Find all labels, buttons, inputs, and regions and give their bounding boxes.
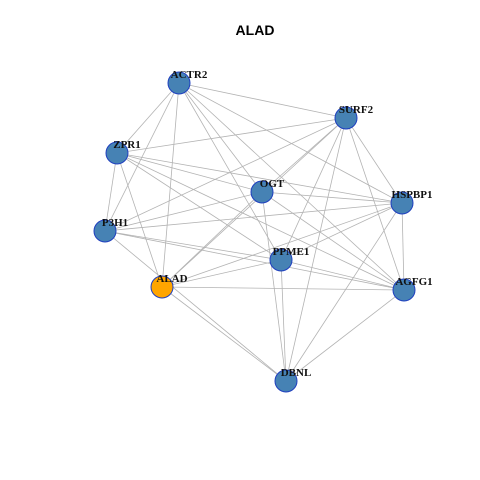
edge-surf2-zpr1 (116, 117, 347, 154)
node-label-agfg1: AGFG1 (395, 276, 432, 288)
edge-ogt-agfg1 (261, 191, 405, 291)
edge-p3h1-agfg1 (104, 230, 405, 291)
edge-hspbp1-alad (161, 202, 403, 288)
edge-layer (104, 82, 405, 382)
edge-zpr1-hspbp1 (116, 152, 403, 204)
edge-hspbp1-ppme1 (280, 202, 403, 261)
edge-surf2-agfg1 (345, 117, 405, 291)
edge-agfg1-dbnl (285, 289, 405, 382)
node-label-zpr1: ZPR1 (113, 139, 141, 151)
edge-ppme1-agfg1 (280, 259, 405, 291)
edge-zpr1-agfg1 (116, 152, 405, 291)
node-actr2 (167, 71, 191, 95)
edge-zpr1-p3h1 (104, 152, 118, 232)
edge-hspbp1-agfg1 (401, 202, 405, 291)
node-surf2 (334, 106, 358, 130)
edge-actr2-alad (161, 82, 180, 288)
edge-ppme1-alad (161, 259, 282, 288)
node-agfg1 (392, 278, 416, 302)
edge-ppme1-dbnl (280, 259, 287, 382)
node-ppme1 (269, 248, 293, 272)
node-alad (150, 275, 174, 299)
node-label-p3h1: P3H1 (102, 217, 128, 229)
edge-zpr1-ppme1 (116, 152, 282, 261)
edge-actr2-hspbp1 (178, 82, 403, 204)
edge-ogt-alad (161, 191, 263, 288)
edge-p3h1-ppme1 (104, 230, 282, 261)
edge-ogt-dbnl (261, 191, 287, 382)
node-layer (93, 71, 416, 393)
node-label-alad: ALAD (156, 273, 187, 285)
node-hspbp1 (390, 191, 414, 215)
edge-actr2-surf2 (178, 82, 347, 119)
node-label-dbnl: DBNL (281, 367, 312, 379)
edge-surf2-ppme1 (280, 117, 347, 261)
edge-alad-agfg1 (161, 286, 405, 291)
edge-surf2-hspbp1 (345, 117, 403, 204)
node-label-ppme1: PPME1 (273, 246, 310, 258)
node-zpr1 (105, 141, 129, 165)
node-ogt (250, 180, 274, 204)
edge-zpr1-alad (116, 152, 163, 288)
edge-actr2-zpr1 (116, 82, 180, 154)
node-p3h1 (93, 219, 117, 243)
edge-hspbp1-dbnl (285, 202, 403, 382)
edge-actr2-agfg1 (178, 82, 405, 291)
edge-p3h1-dbnl (104, 230, 287, 382)
edge-surf2-alad (161, 117, 347, 288)
graph-title: ALAD (236, 22, 275, 38)
edge-ogt-p3h1 (104, 191, 263, 232)
edge-hspbp1-p3h1 (104, 202, 403, 232)
node-label-hspbp1: HSPBP1 (392, 189, 433, 201)
edge-surf2-p3h1 (104, 117, 347, 232)
edge-zpr1-ogt (116, 152, 263, 193)
edge-actr2-ppme1 (178, 82, 282, 261)
node-dbnl (274, 369, 298, 393)
edge-ogt-hspbp1 (261, 191, 403, 204)
node-label-surf2: SURF2 (339, 104, 374, 116)
edge-surf2-dbnl (285, 117, 347, 382)
node-label-actr2: ACTR2 (171, 69, 208, 81)
edge-alad-dbnl (161, 286, 287, 382)
node-label-ogt: OGT (260, 178, 285, 190)
